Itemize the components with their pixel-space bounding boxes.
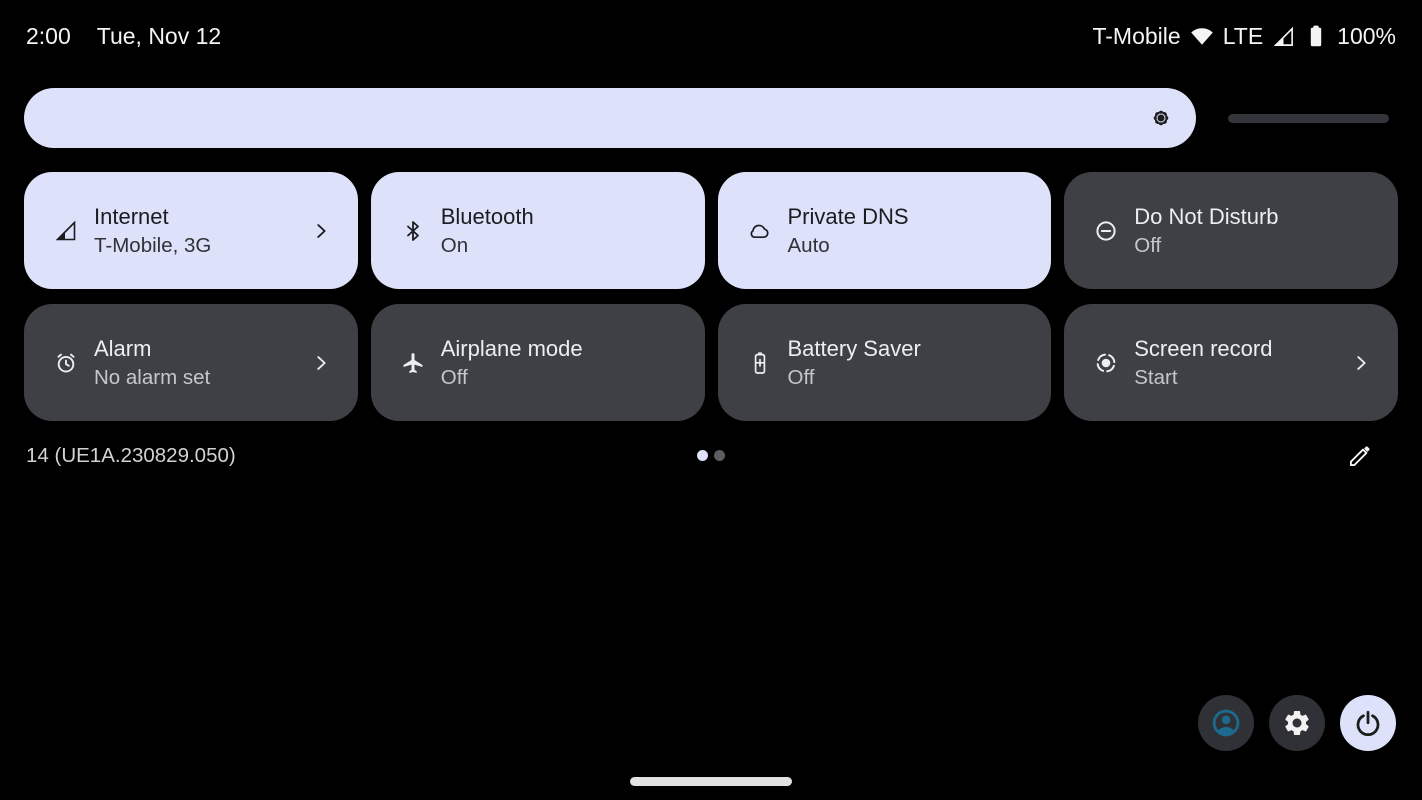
do-not-disturb-icon [1094,219,1118,243]
tile-title: Bluetooth [440,203,534,229]
battery-percent-label: 100% [1337,22,1396,49]
power-icon [1353,708,1383,738]
tile-alarm[interactable]: Alarm No alarm set [24,304,358,421]
build-number-label: 14 (UE1A.230829.050) [26,444,236,467]
chevron-right-icon[interactable] [1350,352,1372,374]
settings-button[interactable] [1269,695,1325,751]
carrier-label: T-Mobile [1092,22,1181,49]
chevron-right-icon[interactable] [310,220,332,242]
gear-icon [1282,708,1312,738]
tile-title: Private DNS [787,203,909,229]
quick-settings-grid: Internet T-Mobile, 3G Bluetooth On [24,172,1398,421]
tile-title: Internet [94,203,169,229]
page-indicator [0,450,1422,461]
tile-subtitle: On [440,233,469,257]
network-type-label: LTE [1222,22,1264,49]
tile-subtitle: Off [1134,233,1162,257]
tile-title: Do Not Disturb [1134,203,1279,229]
power-button[interactable] [1340,695,1396,751]
tile-subtitle: Off [440,365,468,389]
brightness-slider[interactable] [24,88,1389,148]
tile-internet[interactable]: Internet T-Mobile, 3G [24,172,358,289]
tile-subtitle: Start [1134,365,1178,389]
brightness-slider-track[interactable] [1228,114,1389,123]
edit-tiles-button[interactable] [1346,442,1374,470]
tile-airplane-mode[interactable]: Airplane mode Off [370,304,705,421]
tile-title: Alarm [94,335,152,361]
status-bar: 2:00 Tue, Nov 12 T-Mobile LTE 100% [0,0,1422,72]
mobile-signal-icon [54,219,78,243]
clock: 2:00 [26,22,71,49]
date: Tue, Nov 12 [96,22,222,49]
screen-record-icon [1094,351,1118,375]
chevron-right-icon[interactable] [310,352,332,374]
alarm-icon [54,351,78,375]
airplane-icon [401,351,425,375]
tile-subtitle: No alarm set [94,365,211,389]
tile-title: Airplane mode [440,335,583,361]
cellular-signal-icon [1272,25,1295,48]
wifi-icon [1190,24,1214,48]
page-dot-inactive [714,450,725,461]
brightness-icon [1149,106,1173,130]
footer-buttons [1198,695,1396,751]
tile-battery-saver[interactable]: Battery Saver Off [717,304,1052,421]
tile-bluetooth[interactable]: Bluetooth On [370,172,705,289]
brightness-slider-fill[interactable] [24,88,1196,148]
tile-subtitle: Auto [787,233,830,257]
home-gesture-handle[interactable] [630,777,792,786]
tile-title: Battery Saver [787,335,921,361]
cloud-icon [748,219,772,243]
tile-do-not-disturb[interactable]: Do Not Disturb Off [1064,172,1398,289]
person-icon [1209,706,1243,740]
battery-icon [1304,23,1328,49]
tile-subtitle: T-Mobile, 3G [94,233,212,257]
tile-screen-record[interactable]: Screen record Start [1064,304,1398,421]
bluetooth-icon [401,219,425,243]
battery-saver-icon [748,351,772,375]
tile-subtitle: Off [787,365,815,389]
page-dot-active [697,450,708,461]
user-switcher-button[interactable] [1198,695,1254,751]
tile-title: Screen record [1134,335,1273,361]
tile-private-dns[interactable]: Private DNS Auto [717,172,1052,289]
